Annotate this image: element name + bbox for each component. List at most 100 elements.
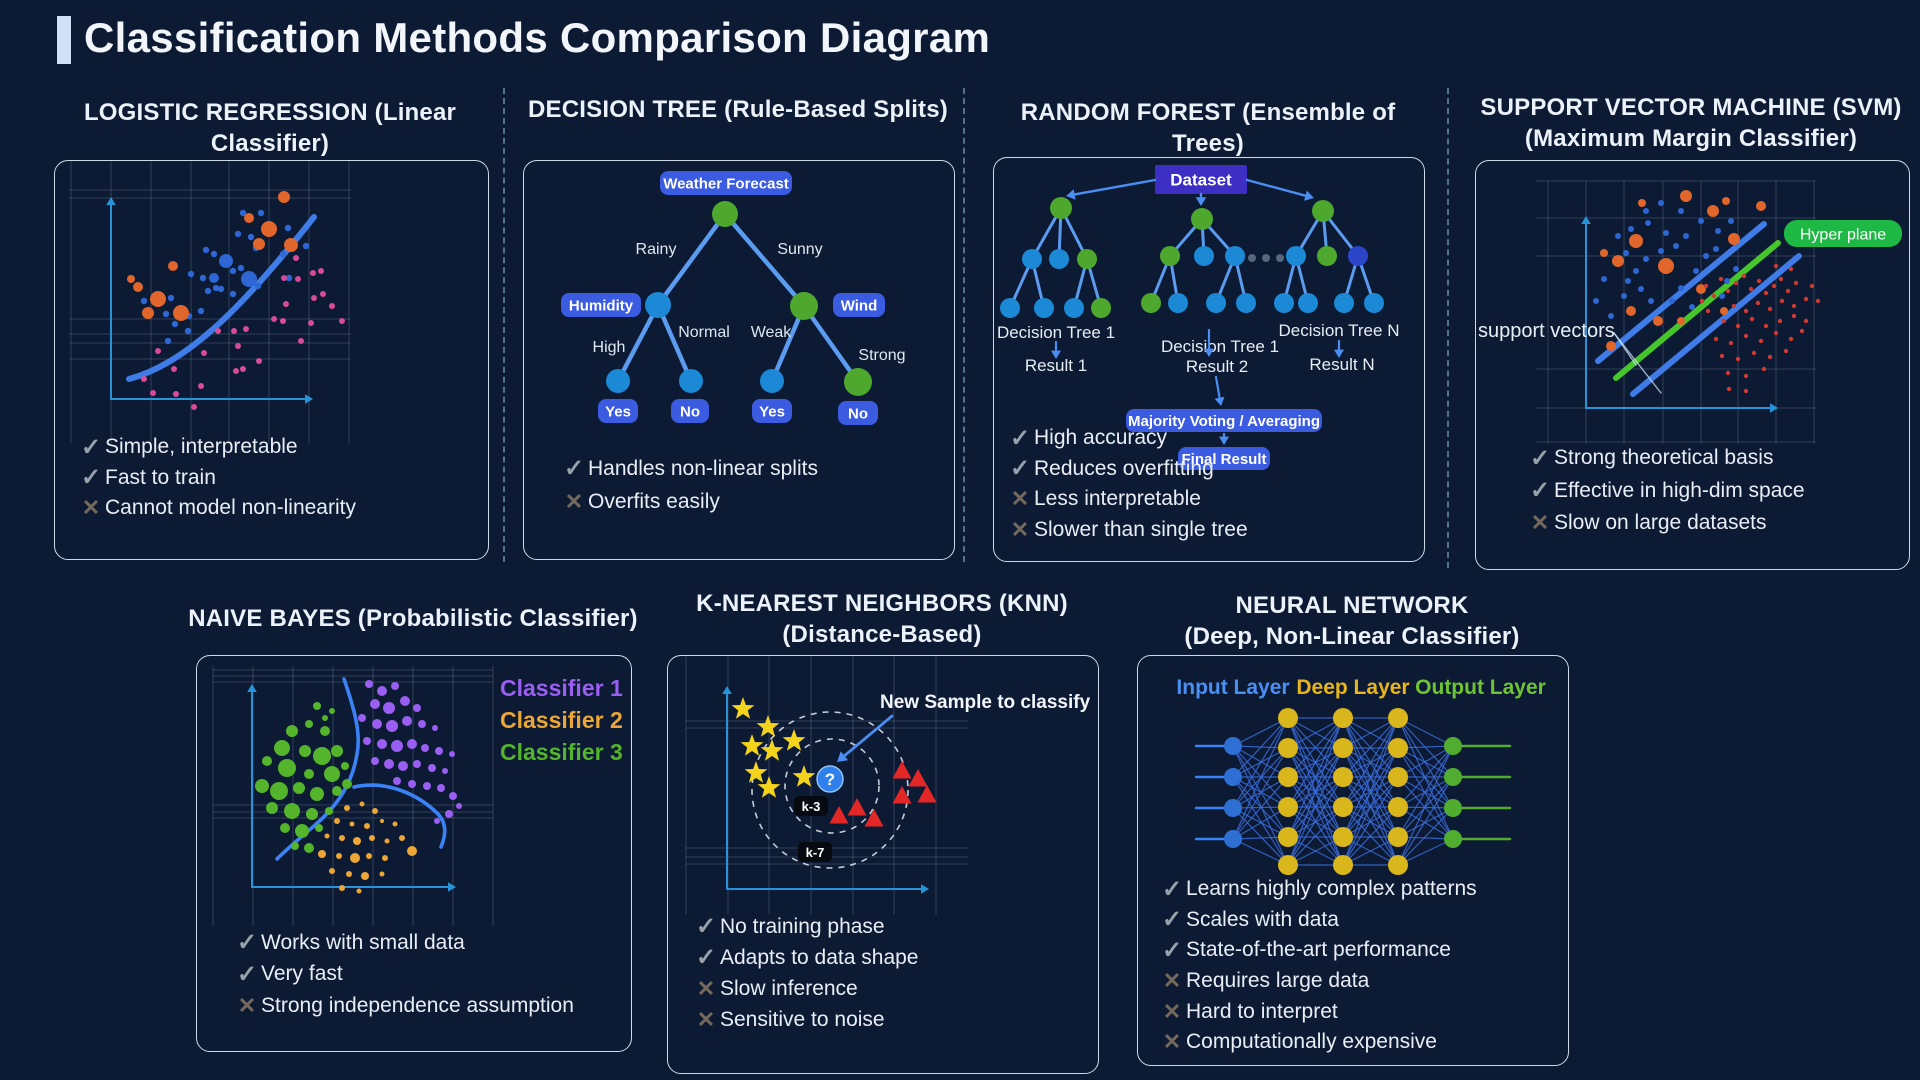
- svg-text:Yes: Yes: [605, 403, 631, 420]
- naive-bayes-figure: [212, 665, 494, 927]
- pros-cons-text: State-of-the-art performance: [1186, 938, 1451, 962]
- pros-cons-item: ✓Simple, interpretable: [77, 432, 356, 463]
- pros-cons-item: ✓Handles non-linear splits: [560, 452, 818, 485]
- heading-svm-line2: (Maximum Margin Classifier): [1524, 125, 1858, 152]
- pros-cons-text: Requires large data: [1186, 969, 1370, 993]
- legend-item: Classifier 3: [500, 739, 623, 765]
- pros-cons-text: Reduces overfitting: [1034, 456, 1214, 480]
- pros-cons-text: Adapts to data shape: [720, 945, 919, 969]
- svg-text:Normal: Normal: [678, 324, 730, 341]
- pros-cons-item: ✕Strong independence assumption: [233, 990, 574, 1022]
- pros-cons-text: Fast to train: [105, 465, 216, 489]
- svg-text:k-7: k-7: [806, 845, 825, 860]
- cross-icon: ✕: [696, 975, 716, 1001]
- heading-knn-line2: (Distance-Based): [782, 621, 982, 648]
- heading-nn-line1: NEURAL NETWORK: [1235, 592, 1469, 619]
- svg-text:Majority Voting / Averaging: Majority Voting / Averaging: [1128, 413, 1320, 430]
- cross-icon: ✕: [696, 1006, 716, 1032]
- separator-2: [963, 88, 965, 562]
- check-icon: ✓: [1009, 455, 1031, 483]
- pros-cons-item: ✕Less interpretable: [1006, 484, 1248, 515]
- svg-text:Humidity: Humidity: [569, 297, 634, 314]
- check-icon: ✓: [1161, 906, 1183, 934]
- title-accent-bar: [57, 16, 71, 64]
- cross-icon: ✕: [81, 495, 101, 521]
- heading-neural-network: NEURAL NETWORK (Deep, Non-Linear Classif…: [1137, 590, 1567, 652]
- svg-text:Weak: Weak: [751, 324, 793, 341]
- pros-cons-text: Hard to interpret: [1186, 999, 1338, 1023]
- pros-cons-text: High accuracy: [1034, 426, 1168, 450]
- heading-knn: K-NEAREST NEIGHBORS (KNN) (Distance-Base…: [667, 588, 1097, 650]
- cross-icon: ✕: [564, 488, 584, 514]
- pros-cons-text: Scales with data: [1186, 907, 1339, 931]
- cross-icon: ✕: [1010, 486, 1030, 512]
- check-icon: ✓: [1529, 444, 1551, 472]
- pros-cons-text: Slow inference: [720, 976, 858, 1000]
- pros-cons-text: Simple, interpretable: [105, 435, 298, 459]
- check-icon: ✓: [1161, 875, 1183, 903]
- pros-cons-item: ✓Learns highly complex patterns: [1158, 874, 1477, 905]
- pros-cons-item: ✓Fast to train: [77, 463, 356, 494]
- neural-network-pros-cons: ✓Learns highly complex patterns✓Scales w…: [1158, 874, 1477, 1058]
- pros-cons-item: ✕Requires large data: [1158, 966, 1477, 997]
- svg-text:Decision Tree N: Decision Tree N: [1279, 321, 1400, 340]
- heading-decision-tree: DECISION TREE (Rule-Based Splits): [528, 96, 948, 123]
- svg-text:Decision Tree 1: Decision Tree 1: [1161, 337, 1279, 356]
- svg-text:No: No: [848, 405, 868, 422]
- svg-text:Decision Tree 1: Decision Tree 1: [997, 323, 1115, 342]
- svg-text:Sunny: Sunny: [777, 241, 822, 258]
- pros-cons-text: Computationally expensive: [1186, 1030, 1437, 1054]
- heading-svm-line1: SUPPORT VECTOR MACHINE (SVM): [1480, 94, 1902, 121]
- logistic-regression-figure: [69, 161, 351, 444]
- logistic-regression-pros-cons: ✓Simple, interpretable✓Fast to train✕Can…: [77, 432, 356, 524]
- cross-icon: ✕: [237, 992, 257, 1018]
- check-icon: ✓: [1009, 424, 1031, 452]
- pros-cons-item: ✕Slow on large datasets: [1526, 507, 1805, 540]
- naive-bayes-pros-cons: ✓Works with small data✓Very fast✕Strong …: [233, 927, 574, 1022]
- svg-text:Dataset: Dataset: [1170, 171, 1232, 190]
- pros-cons-text: Cannot model non-linearity: [105, 496, 356, 520]
- check-icon: ✓: [236, 960, 258, 988]
- heading-knn-line1: K-NEAREST NEIGHBORS (KNN): [696, 590, 1068, 617]
- cross-icon: ✕: [1010, 516, 1030, 542]
- svm-pros-cons: ✓Strong theoretical basis✓Effective in h…: [1526, 442, 1805, 540]
- pros-cons-item: ✕Sensitive to noise: [692, 1004, 919, 1035]
- check-icon: ✓: [80, 464, 102, 492]
- svm-figure: support vectors Hyper plane: [1478, 180, 1902, 444]
- neural-network-figure: [1194, 708, 1512, 875]
- svg-text:support vectors: support vectors: [1478, 320, 1615, 342]
- nn-layer-label: Input Layer: [1176, 676, 1290, 699]
- cross-icon: ✕: [1162, 968, 1182, 994]
- separator-3: [1447, 88, 1449, 568]
- page-title: Classification Methods Comparison Diagra…: [84, 14, 991, 61]
- pros-cons-text: Learns highly complex patterns: [1186, 877, 1477, 901]
- svg-text:Result 2: Result 2: [1186, 357, 1248, 376]
- pros-cons-item: ✓Effective in high-dim space: [1526, 475, 1805, 508]
- svg-text:Hyper plane: Hyper plane: [1800, 227, 1886, 244]
- svg-text:Result 1: Result 1: [1025, 356, 1087, 375]
- svg-text:Final Result: Final Result: [1181, 451, 1266, 468]
- pros-cons-item: ✓State-of-the-art performance: [1158, 935, 1477, 966]
- check-icon: ✓: [80, 433, 102, 461]
- svg-text:Wind: Wind: [841, 297, 878, 314]
- pros-cons-text: Slow on large datasets: [1554, 511, 1767, 535]
- pros-cons-item: ✓Very fast: [233, 959, 574, 991]
- svg-text:Rainy: Rainy: [636, 241, 677, 258]
- pros-cons-item: ✓High accuracy: [1006, 423, 1248, 454]
- pros-cons-text: Overfits easily: [588, 489, 720, 513]
- pros-cons-text: Strong independence assumption: [261, 993, 574, 1017]
- svg-text:Result N: Result N: [1309, 355, 1374, 374]
- cross-icon: ✕: [1530, 510, 1550, 536]
- heading-naive-bayes: NAIVE BAYES (Probabilistic Classifier): [188, 605, 638, 632]
- check-icon: ✓: [1161, 936, 1183, 964]
- cross-icon: ✕: [1162, 998, 1182, 1024]
- heading-nn-line2: (Deep, Non-Linear Classifier): [1184, 623, 1520, 650]
- svg-text:No: No: [680, 403, 700, 420]
- knn-pros-cons: ✓No training phase✓Adapts to data shape✕…: [692, 911, 919, 1035]
- pros-cons-text: Less interpretable: [1034, 487, 1201, 511]
